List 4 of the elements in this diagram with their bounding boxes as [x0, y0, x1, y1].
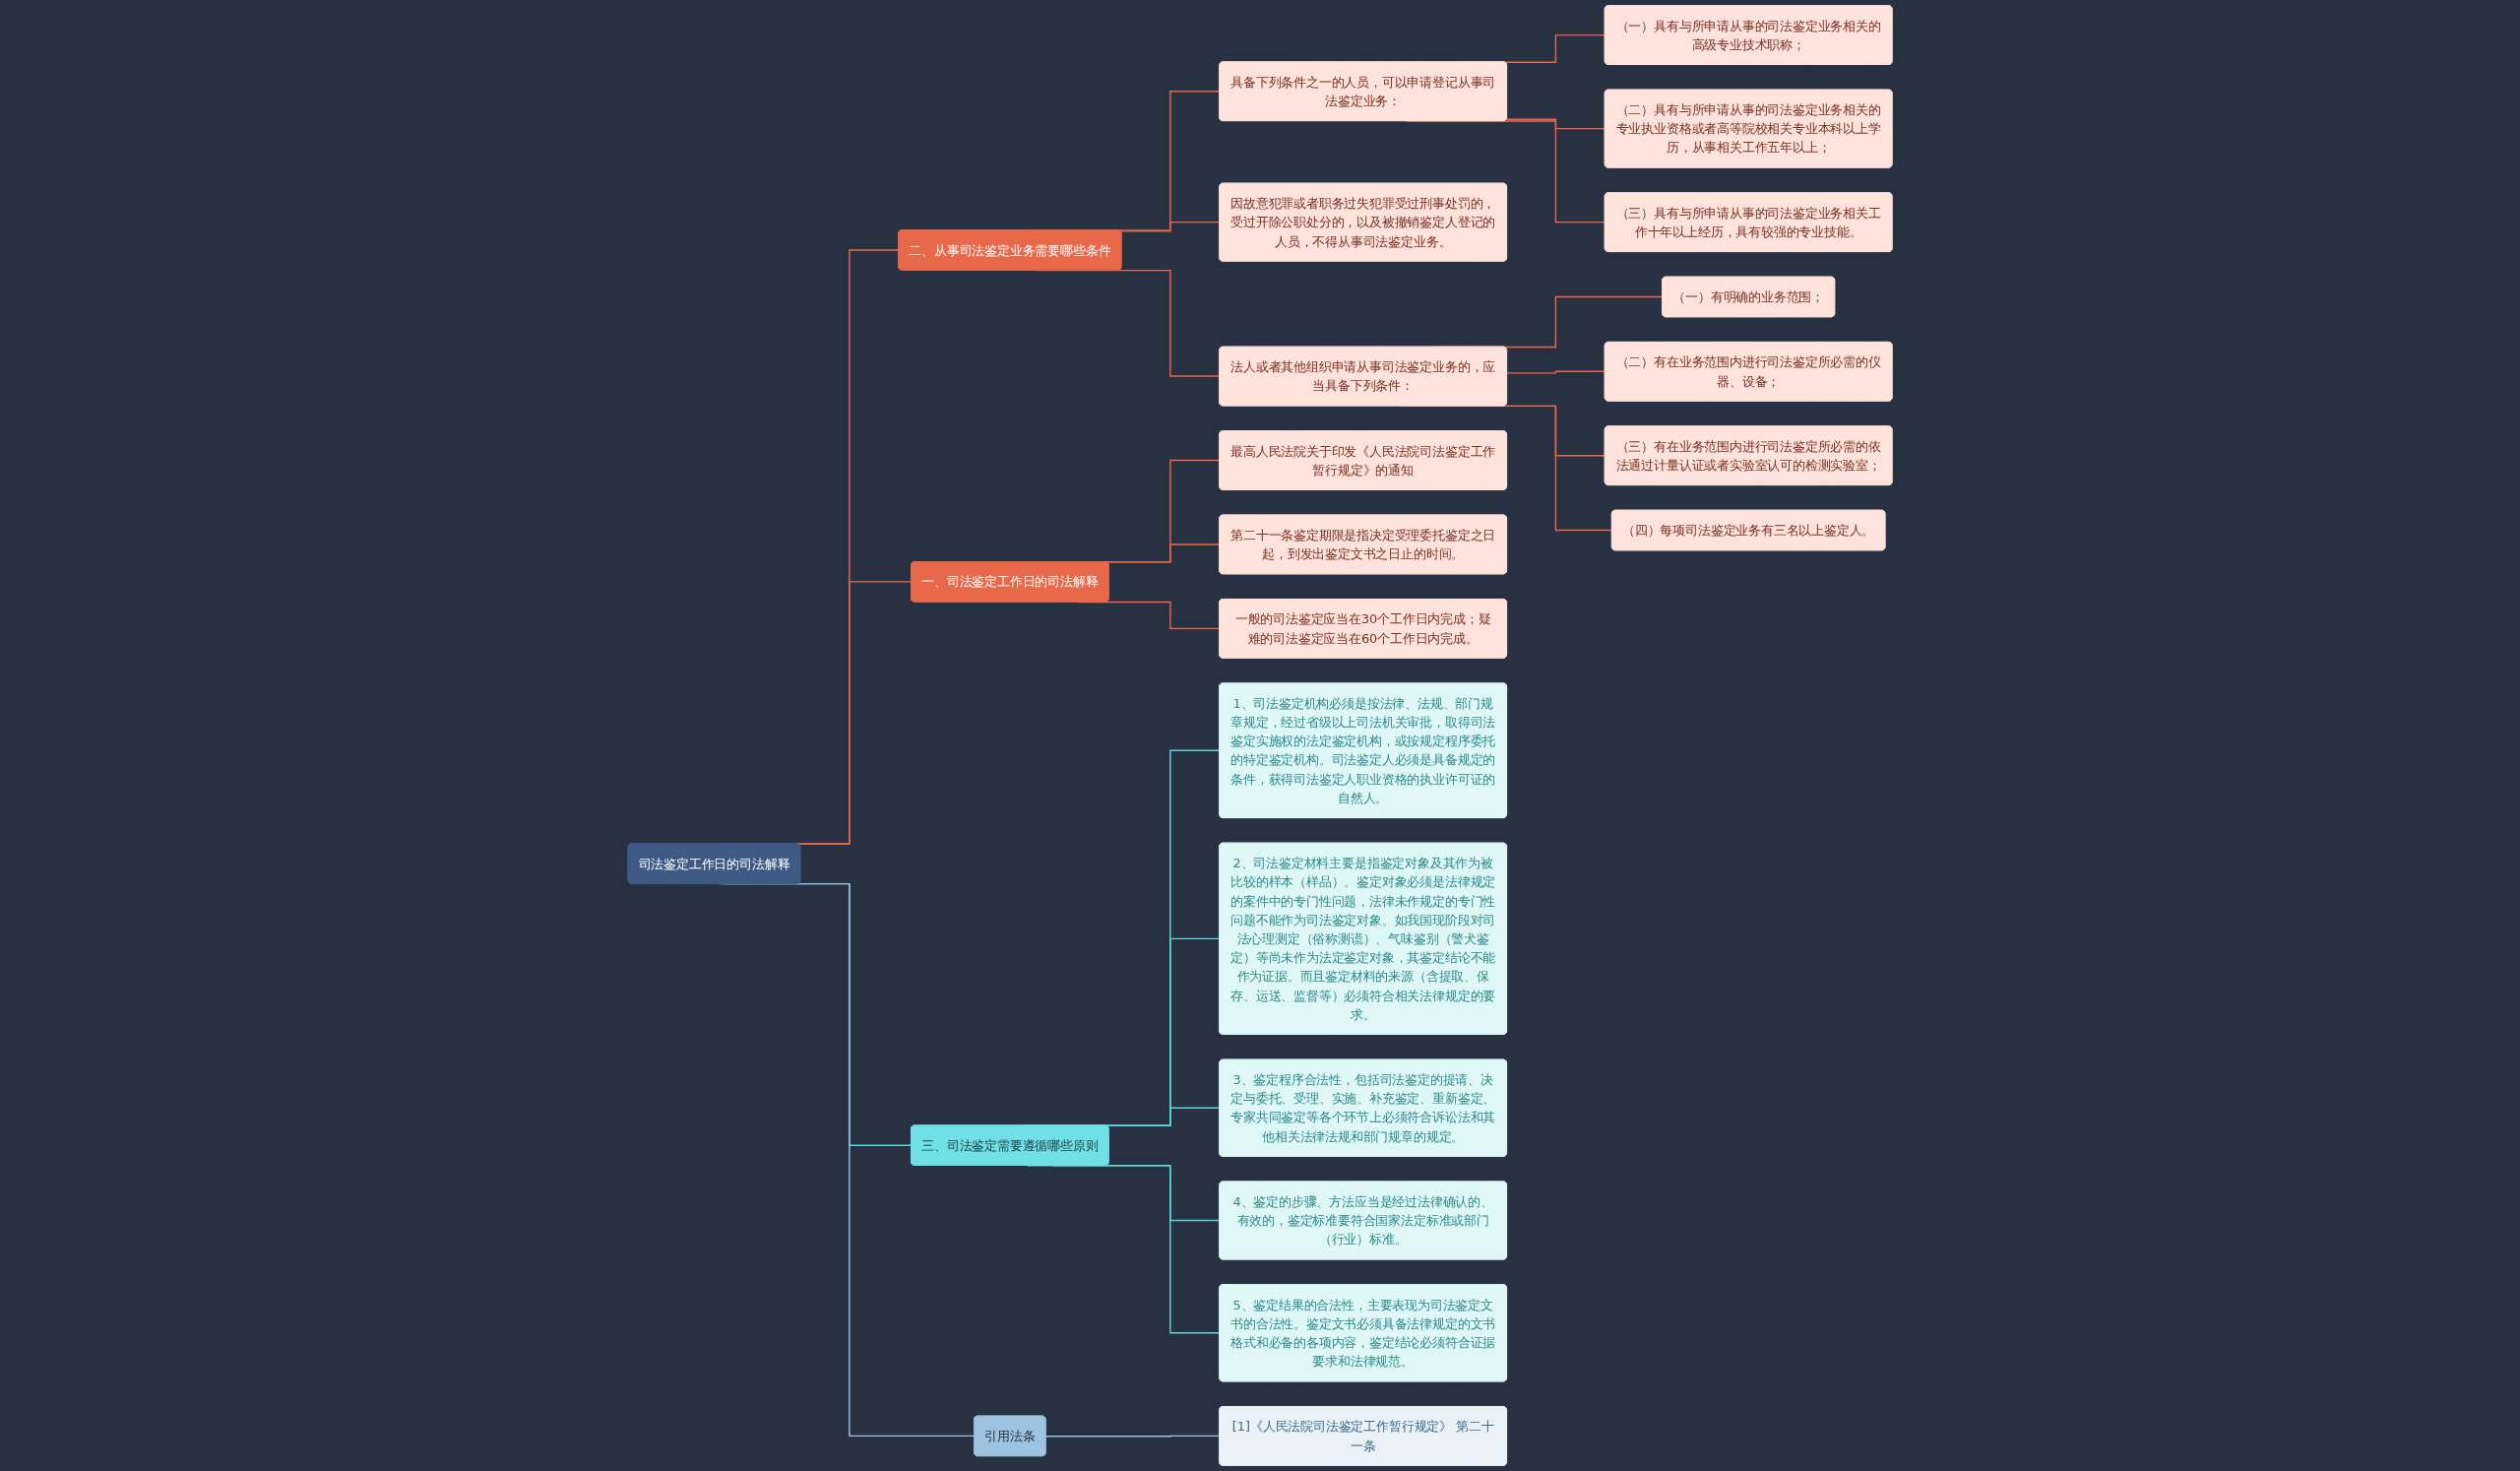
- connector: [1506, 370, 1606, 374]
- connector: [1119, 221, 1221, 232]
- connector: [1505, 118, 1606, 130]
- connector: [1044, 1435, 1221, 1438]
